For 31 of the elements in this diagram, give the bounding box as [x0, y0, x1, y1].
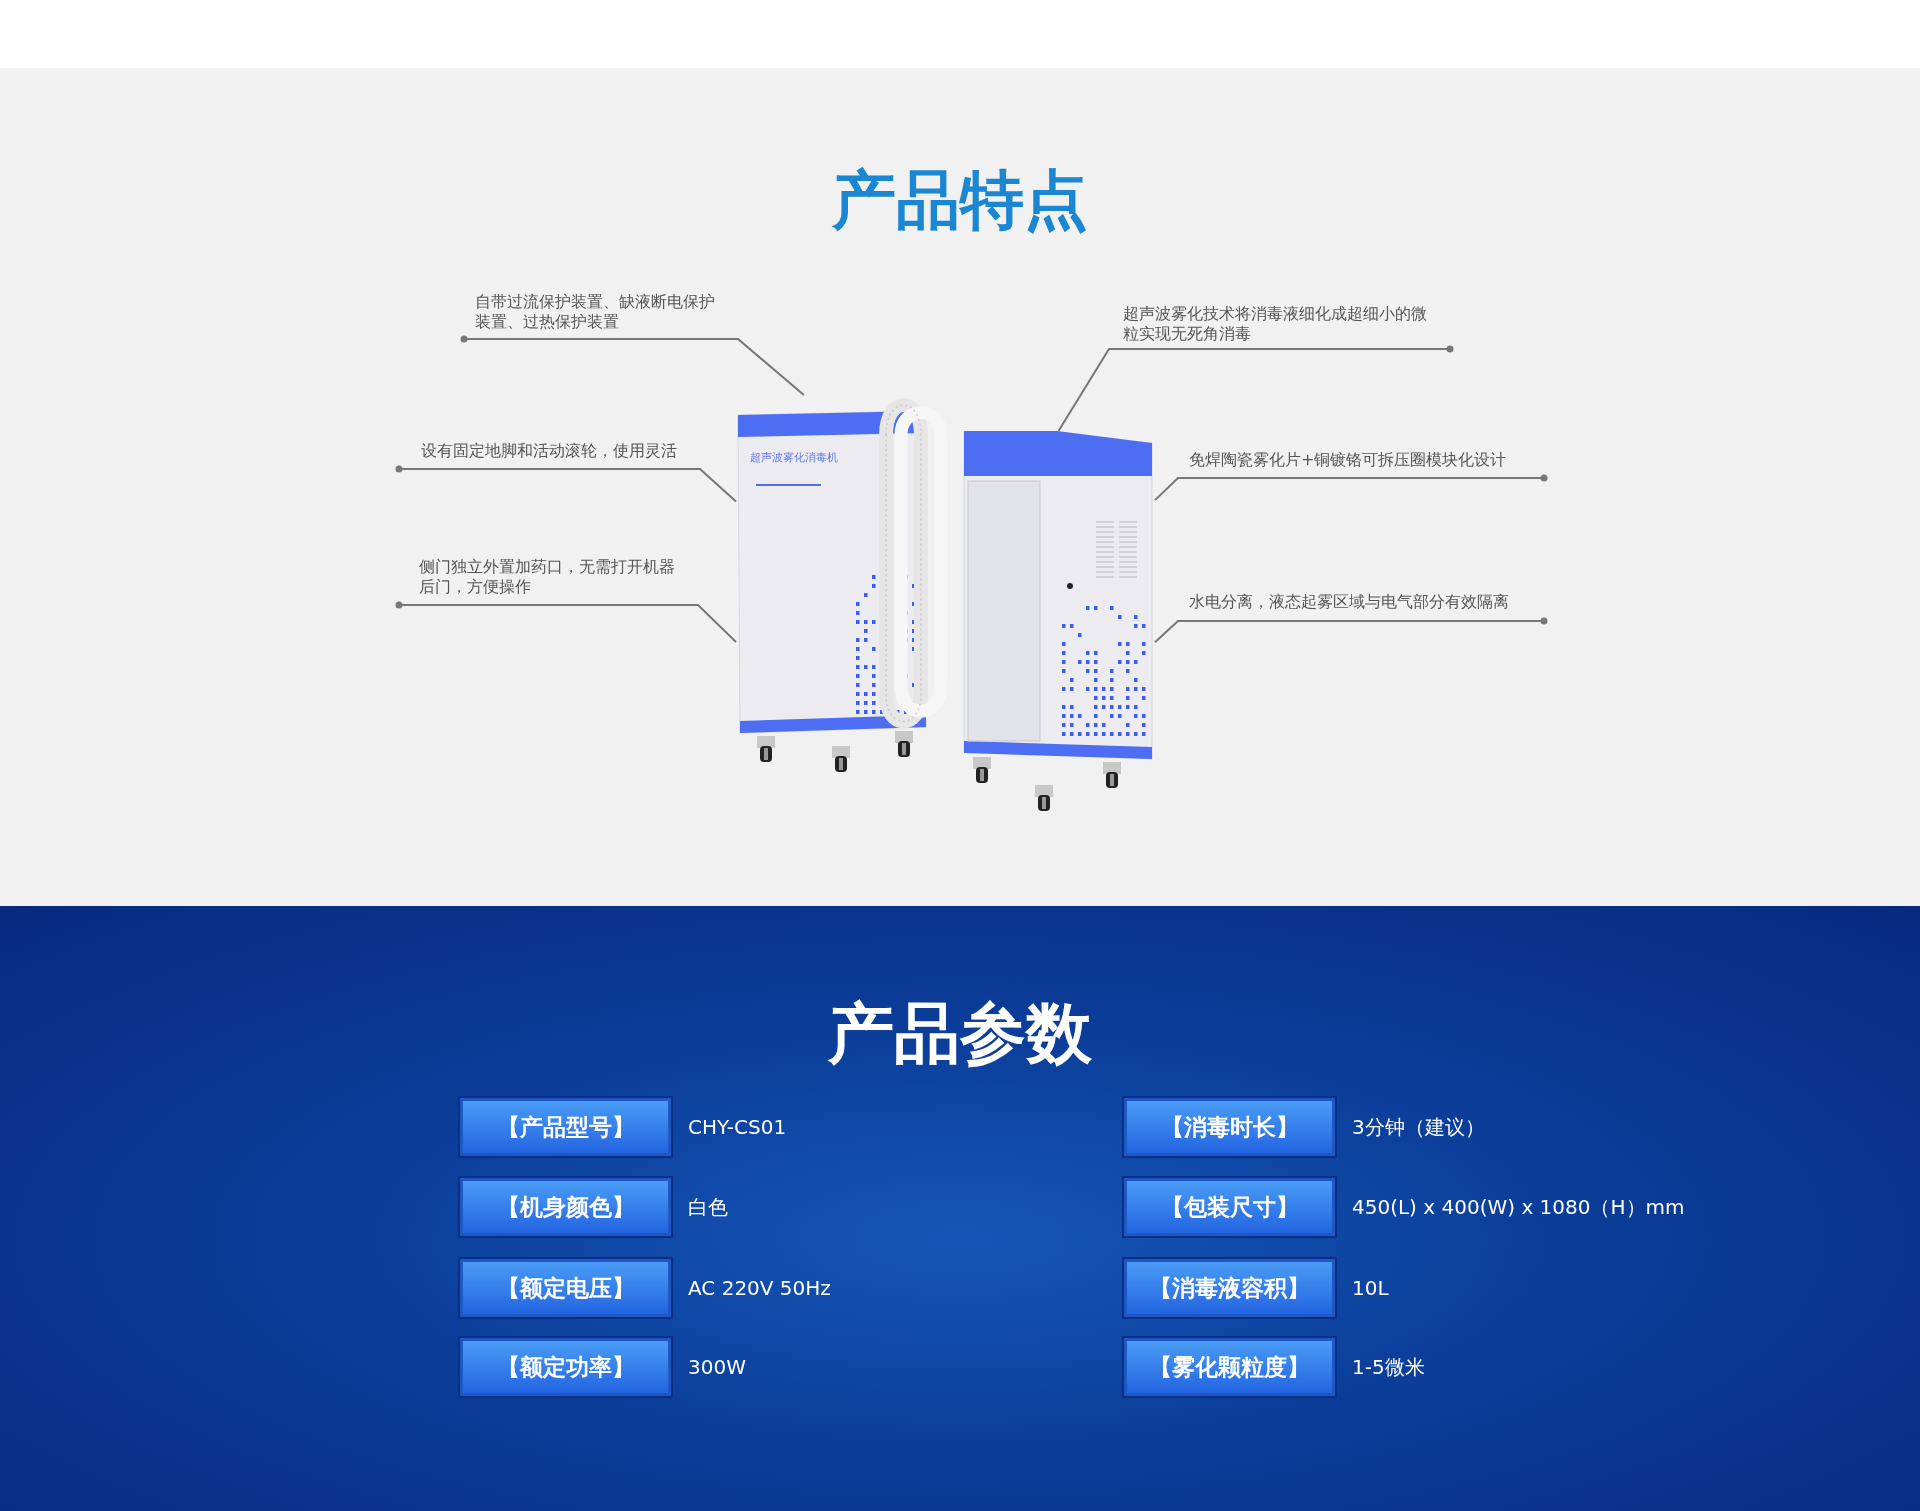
- callout-text: 超声波雾化技术将消毒液细化成超细小的微粒实现无死角消毒: [1109, 304, 1450, 349]
- section-title: 产品特点: [831, 162, 1089, 239]
- parameter-label-box: 【消毒液容积】: [1124, 1259, 1335, 1317]
- leader-line: [1154, 617, 1548, 644]
- leader-line: [1154, 474, 1548, 502]
- parameter-label-box: 【额定功率】: [460, 1338, 671, 1396]
- parameter-value: 450(L) x 400(W) x 1080（H）mm: [1352, 1194, 1685, 1221]
- leader-line: [1057, 345, 1454, 432]
- callout-text: 水电分离，液态起雾区域与电气部分有效隔离: [1178, 592, 1544, 621]
- leader-line: [395, 601, 737, 643]
- leader-line: [460, 335, 805, 396]
- callout-text: 自带过流保护装置、缺液断电保护装置、过热保护装置: [464, 292, 744, 339]
- parameter-value: 白色: [688, 1194, 728, 1221]
- leader-line: [395, 465, 737, 503]
- machine-label: 超声波雾化消毒机: [750, 450, 838, 465]
- parameter-label-box: 【产品型号】: [460, 1098, 671, 1156]
- parameter-value: 1-5微米: [1352, 1354, 1425, 1381]
- parameter-label-box: 【消毒时长】: [1124, 1098, 1335, 1156]
- parameter-label-box: 【额定电压】: [460, 1259, 671, 1317]
- parameter-value: 10L: [1352, 1275, 1389, 1302]
- parameter-label-box: 【包装尺寸】: [1124, 1178, 1335, 1236]
- section-title: 产品参数: [827, 994, 1093, 1074]
- parameter-value: AC 220V 50Hz: [688, 1275, 831, 1302]
- callout-text: 设有固定地脚和活动滚轮，使用灵活: [399, 441, 699, 469]
- parameter-value: CHY-CS01: [688, 1114, 787, 1141]
- callout-text: 免焊陶瓷雾化片+铜镀铬可拆压圈模块化设计: [1178, 450, 1544, 478]
- parameter-value: 300W: [688, 1354, 746, 1381]
- parameter-value: 3分钟（建议）: [1352, 1114, 1485, 1141]
- parameter-label-box: 【雾化颗粒度】: [1124, 1338, 1335, 1396]
- parameter-label-box: 【机身颜色】: [460, 1178, 671, 1236]
- callout-text: 侧门独立外置加药口，无需打开机器后门，方便操作: [399, 557, 699, 605]
